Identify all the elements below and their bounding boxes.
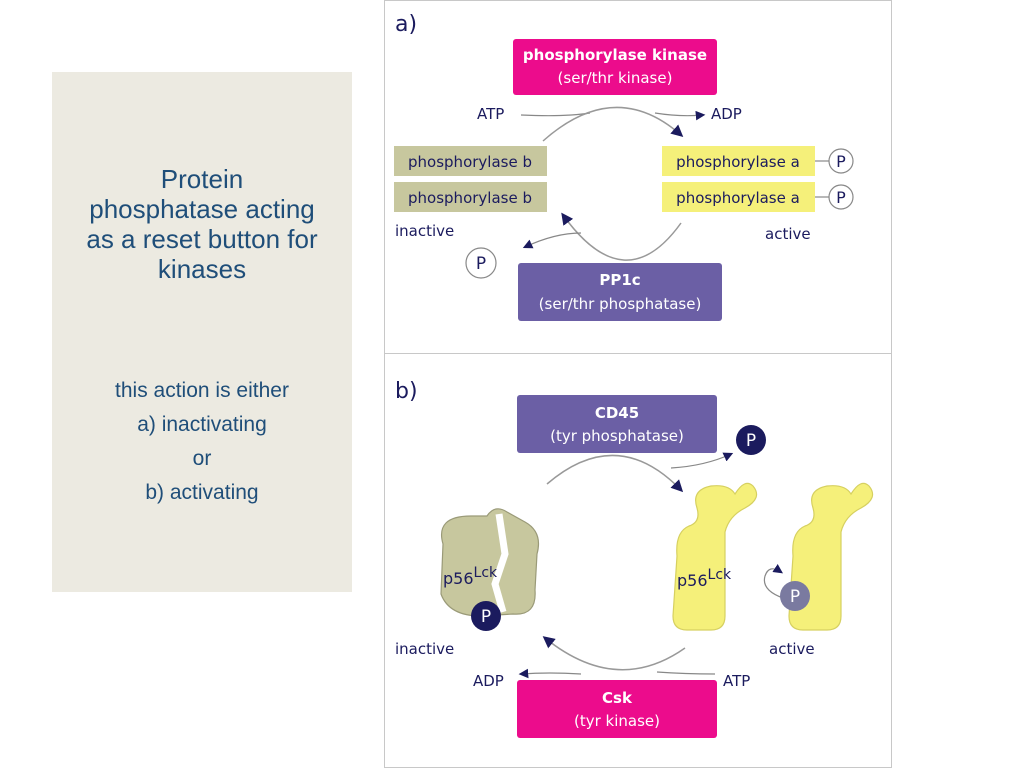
panel-b-label: b) [395, 379, 418, 404]
autophosphorylation-arrow [763, 564, 784, 599]
phosphate-circle [828, 148, 854, 174]
active-p56lck-shape [672, 482, 758, 631]
panel-a-label: a) [395, 12, 417, 37]
protein-base: p56 [677, 571, 708, 590]
phosphatase-name: CD45 [595, 404, 639, 422]
slide-title: Protein phosphatase acting as a reset bu… [52, 164, 352, 284]
title-line: Protein [160, 164, 244, 194]
subtitle-line: a) inactivating [137, 413, 267, 436]
phosphatase-type: (tyr phosphatase) [550, 427, 684, 445]
slide-subtitle: this action is either a) inactivating or… [52, 374, 352, 510]
phosphorylation-arc [542, 636, 686, 671]
dephosphorylation-arc [561, 212, 682, 261]
panel-a-diagram: a) phosphorylase kinase (ser/thr kinase)… [394, 12, 854, 321]
phosphorylase-kinase-box [513, 39, 717, 95]
inactive-p56lck-cleft [491, 513, 509, 613]
phosphate-label: P [836, 188, 846, 207]
pp1c-box [518, 263, 722, 321]
kinase-name: phosphorylase kinase [523, 46, 707, 64]
active-protein-label: p56Lck [677, 567, 732, 590]
subtitle-line: b) activating [145, 481, 259, 504]
inactive-protein-label: p56Lck [443, 565, 498, 588]
atp-label: ATP [477, 105, 504, 123]
phosphorylase-a-label: phosphorylase a [676, 153, 800, 171]
kinase-name: Csk [602, 689, 633, 707]
inactive-phosphate-circle [471, 601, 501, 631]
inactive-p56lck-shape [440, 508, 540, 617]
protein-base: p56 [443, 569, 474, 588]
phosphorylase-a-box [662, 182, 815, 212]
side-text-box: Protein phosphatase acting as a reset bu… [52, 72, 352, 592]
phosphorylase-b-box [394, 182, 547, 212]
phosphorylation-arc [542, 106, 684, 142]
atp-arrow [520, 112, 591, 117]
subtitle-line: this action is either [115, 379, 289, 402]
released-phosphate-label: P [746, 431, 756, 451]
adp-arrow [654, 110, 706, 121]
inactive-label: inactive [395, 640, 454, 658]
phosphorylase-a-box [662, 146, 815, 176]
panel-b: b) CD45 (tyr phosphatase) P p56Lck P ina… [384, 353, 892, 768]
dephosphorylation-arc [546, 454, 684, 493]
released-phosphate-label: P [476, 254, 486, 274]
panel-a: a) phosphorylase kinase (ser/thr kinase)… [384, 0, 892, 354]
released-phosphate-circle [465, 247, 497, 279]
phosphate-release-arrow [522, 232, 582, 249]
active-label: active [769, 640, 815, 658]
adp-arrow [518, 668, 582, 679]
phosphorylase-b-box [394, 146, 547, 176]
phosphatase-type: (ser/thr phosphatase) [539, 295, 702, 313]
phosphate-release-arrow [670, 452, 734, 469]
phosphorylase-b-label: phosphorylase b [408, 189, 532, 207]
active-p56lck-shape [788, 482, 874, 631]
active-phosphate-circle [780, 581, 810, 611]
atp-label: ATP [723, 672, 750, 690]
kinase-type: (ser/thr kinase) [558, 69, 673, 87]
inactive-phosphate-label: P [481, 607, 491, 627]
active-phosphate-label: P [790, 587, 800, 607]
active-label: active [765, 225, 811, 243]
cd45-box [517, 395, 717, 453]
title-line: kinases [157, 254, 247, 284]
subtitle-line: or [192, 447, 212, 470]
csk-box [517, 680, 717, 738]
adp-label: ADP [711, 105, 742, 123]
kinase-type: (tyr kinase) [574, 712, 660, 730]
panel-b-diagram: b) CD45 (tyr phosphatase) P p56Lck P ina… [395, 379, 874, 738]
protein-superscript: Lck [474, 565, 498, 581]
phosphorylase-b-label: phosphorylase b [408, 153, 532, 171]
phosphate-label: P [836, 152, 846, 171]
released-phosphate-circle [736, 425, 766, 455]
phosphorylase-a-label: phosphorylase a [676, 189, 800, 207]
title-line: phosphatase acting [89, 194, 315, 224]
phosphate-circle [828, 184, 854, 210]
atp-arrow [656, 671, 716, 675]
adp-label: ADP [473, 672, 504, 690]
inactive-label: inactive [395, 222, 454, 240]
protein-superscript: Lck [708, 567, 732, 583]
title-line: as a reset button for [86, 224, 318, 254]
phosphatase-name: PP1c [599, 271, 640, 289]
